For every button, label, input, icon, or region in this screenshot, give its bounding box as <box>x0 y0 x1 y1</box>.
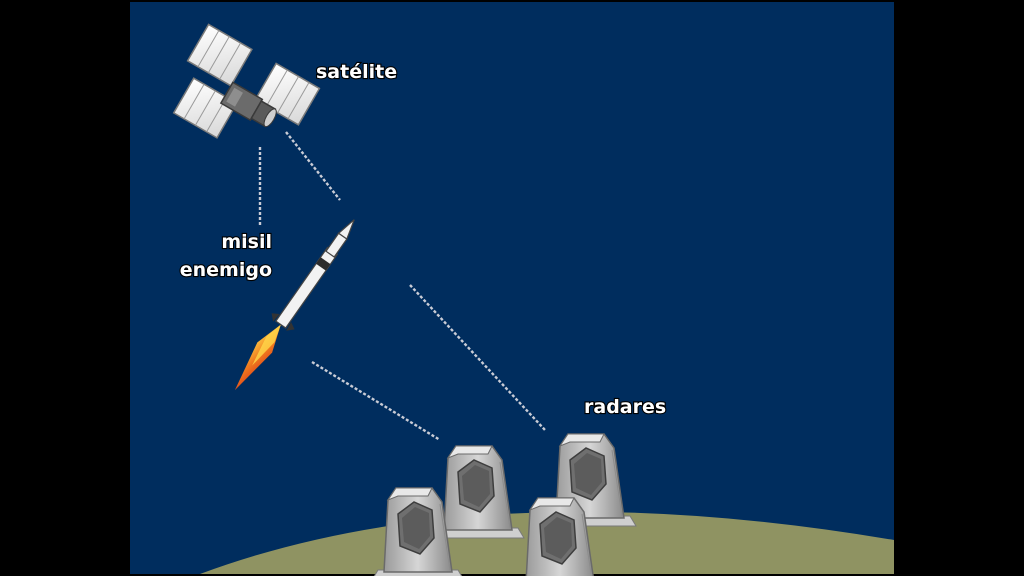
radar-label: radares <box>584 396 666 418</box>
missile-label-line1: misil <box>221 231 272 253</box>
satellite-icon <box>172 23 321 139</box>
sky-background <box>130 2 894 574</box>
satellite-label: satélite <box>316 61 397 83</box>
radar-beam-right <box>409 284 546 431</box>
missile-icon <box>234 219 355 391</box>
missile-label-line2: enemigo <box>180 259 272 281</box>
satellite-beam-diagonal <box>285 131 341 201</box>
